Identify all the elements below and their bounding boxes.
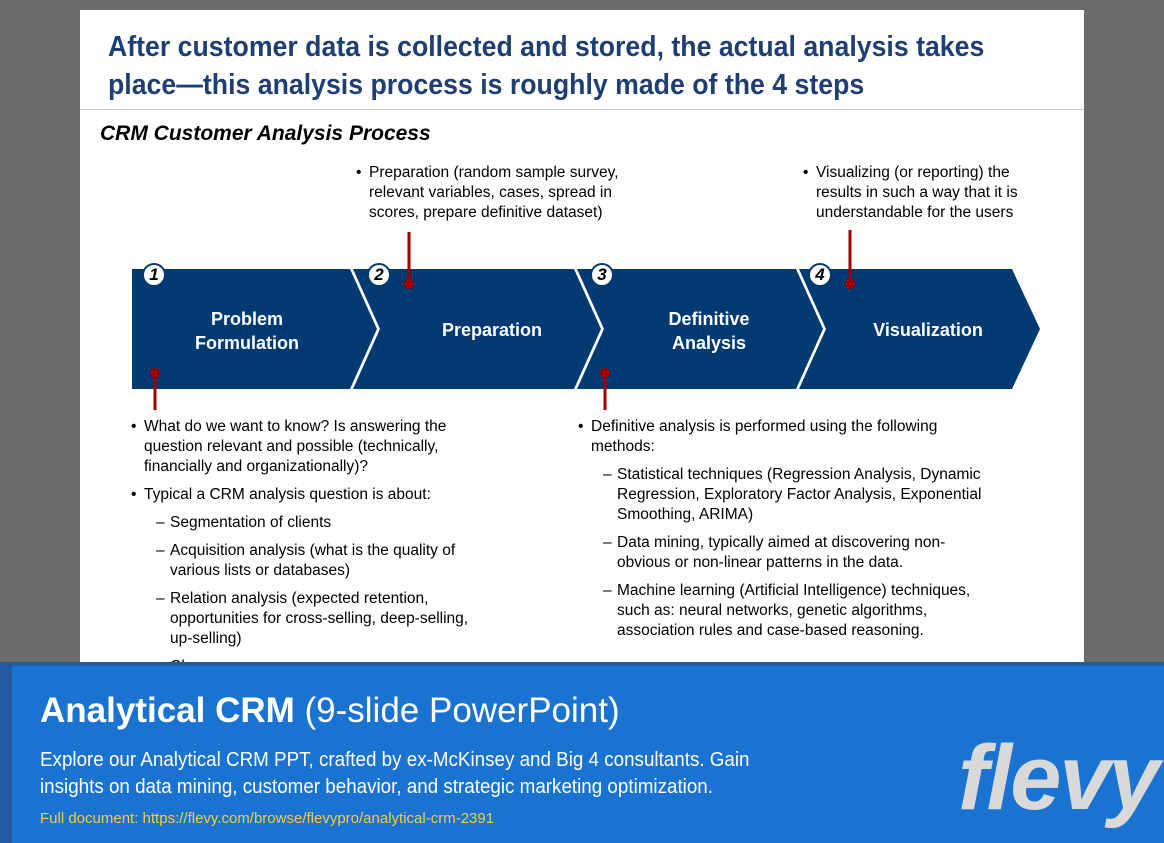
step-number-2: 2 <box>374 265 384 284</box>
banner-description: Explore our Analytical CRM PPT, crafted … <box>40 749 750 798</box>
definitive-sub-3: Machine learning (Artificial Intelligenc… <box>578 581 988 641</box>
problem-bullet-1: What do we want to know? Is answering th… <box>131 417 491 477</box>
connector-dot-definitive <box>600 368 610 378</box>
promo-banner <box>0 662 1164 843</box>
step-badge-2 <box>367 263 391 287</box>
step-label-4: Visualization <box>873 320 983 340</box>
vis-note: Visualizing (or reporting) the results i… <box>803 163 1053 231</box>
step-label-1: Problem Formulation <box>195 309 299 353</box>
full-document-link[interactable]: Full document: https://flevy.com/browse/… <box>40 810 495 827</box>
banner-title: Analytical CRM (9-slide PowerPoint) <box>40 690 620 732</box>
step-number-1: 1 <box>149 265 159 284</box>
problem-sub-1: Segmentation of clients <box>131 513 491 533</box>
process-chevrons <box>132 230 1040 410</box>
step-number-3: 3 <box>597 265 607 284</box>
title-divider <box>80 109 1084 110</box>
promo-banner-panel <box>12 666 1164 843</box>
chevron-step-3 <box>577 269 823 389</box>
problem-bullet-2: Typical a CRM analysis question is about… <box>131 485 491 505</box>
title-line-1: After customer data is collected and sto… <box>108 31 985 63</box>
problem-bullets: What do we want to know? Is answering th… <box>131 417 491 670</box>
problem-sub-3: Relation analysis (expected retention, o… <box>131 589 491 649</box>
title-line-2: place—this analysis process is roughly m… <box>108 69 865 101</box>
chevron-step-4 <box>799 269 1040 389</box>
definitive-bullet-1: Definitive analysis is performed using t… <box>578 417 988 457</box>
flevy-logo[interactable]: flevy <box>958 727 1160 829</box>
step-badge-4 <box>808 263 832 287</box>
slide-title: After customer data is collected and sto… <box>108 28 985 104</box>
definitive-sub-1: Statistical techniques (Regression Analy… <box>578 465 988 525</box>
banner-title-bold: Analytical CRM <box>40 691 295 730</box>
definitive-bullets: Definitive analysis is performed using t… <box>578 417 988 649</box>
vis-note-text: Visualizing (or reporting) the results i… <box>803 163 1053 223</box>
step-badge-1 <box>142 263 166 287</box>
connector-dot-prep <box>404 279 414 289</box>
connector-dot-problem <box>150 368 160 378</box>
chevron-step-2 <box>353 269 601 389</box>
banner-title-rest: (9-slide PowerPoint) <box>294 691 620 730</box>
connector-dot-vis <box>845 279 855 289</box>
slide: After customer data is collected and sto… <box>80 10 1084 670</box>
process-subtitle: CRM Customer Analysis Process <box>100 122 431 145</box>
step-label-2: Preparation <box>441 320 543 340</box>
chevron-step-1 <box>132 269 377 389</box>
step-label-3: Definitive Analysis <box>668 309 750 353</box>
definitive-sub-2: Data mining, typically aimed at discover… <box>578 533 988 573</box>
prep-note: Preparation (random sample survey, relev… <box>356 163 641 231</box>
step-badge-3 <box>590 263 614 287</box>
problem-sub-2: Acquisition analysis (what is the qualit… <box>131 541 491 581</box>
prep-note-text: Preparation (random sample survey, relev… <box>356 163 641 223</box>
step-number-4: 4 <box>815 265 825 284</box>
